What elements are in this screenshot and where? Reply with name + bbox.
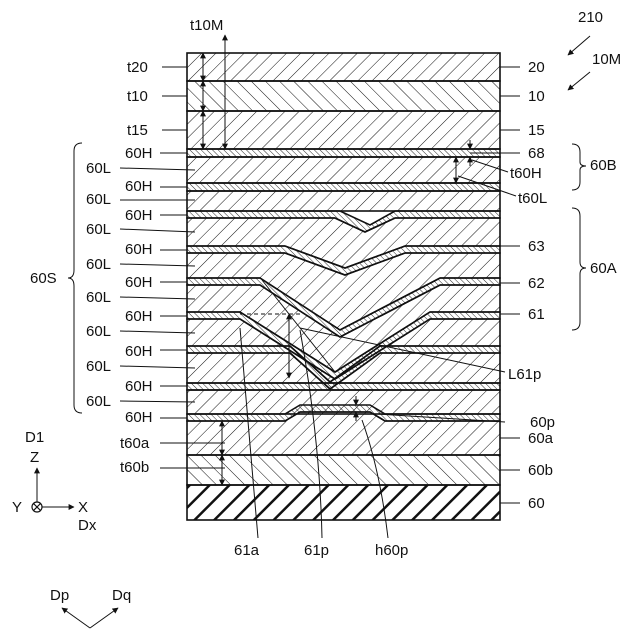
svg-text:60L: 60L [86,256,111,273]
figure-ref: 210 [578,9,603,26]
label-68: 68 [528,145,545,162]
label-20: 20 [528,59,545,76]
layer-60L-b2 [187,191,500,211]
layer-60L-b1 [187,157,500,183]
label-t20: t20 [127,59,148,76]
label-h60p: h60p [375,542,408,559]
label-61: 61 [528,306,545,323]
label-L61p: L61p [508,366,541,383]
svg-text:Dx: Dx [78,517,97,534]
dp-dq-indicator: Dp Dq [50,587,131,628]
label-t60L: t60L [518,190,547,207]
svg-text:60L: 60L [86,289,111,306]
label-60b: 60b [528,462,553,479]
svg-text:Y: Y [12,499,22,516]
svg-text:Dp: Dp [50,587,69,604]
label-60a: 60a [528,430,554,447]
svg-text:60L: 60L [86,323,111,340]
label-60: 60 [528,495,545,512]
label-10M: 10M [592,51,621,68]
svg-text:60H: 60H [125,207,153,224]
svg-text:60H: 60H [125,178,153,195]
label-t60a: t60a [120,435,150,452]
layer-60H-a6 [187,383,500,390]
svg-text:60H: 60H [125,145,153,162]
label-t15: t15 [127,122,148,139]
label-t10: t10 [127,88,148,105]
axis-indicator: D1 Z Y X Dx [12,429,97,534]
label-61p: 61p [304,542,329,559]
label-61a: 61a [234,542,260,559]
svg-text:D1: D1 [25,429,44,446]
svg-text:60H: 60H [125,343,153,360]
label-62: 62 [528,275,545,292]
layer-10 [187,81,500,111]
svg-text:X: X [78,499,88,516]
svg-text:60H: 60H [125,409,153,426]
svg-text:Dq: Dq [112,587,131,604]
svg-text:60H: 60H [125,241,153,258]
label-t60H: t60H [510,165,542,182]
label-10: 10 [528,88,545,105]
layer-60H-b1 [187,149,500,157]
layer-60-substrate [187,485,500,520]
label-t60b: t60b [120,459,149,476]
label-60S: 60S [30,270,57,287]
svg-text:60L: 60L [86,393,111,410]
svg-text:60H: 60H [125,274,153,291]
svg-text:60L: 60L [86,358,111,375]
svg-text:60H: 60H [125,378,153,395]
layer-60H-b2 [187,183,500,191]
svg-text:Z: Z [30,449,39,466]
layer-60b [187,455,500,485]
svg-text:60L: 60L [86,191,111,208]
stack-labels: 60H 60L 60H 60L 60H 60L 60H 60L 60H 60L … [86,145,153,426]
label-60B: 60B [590,157,617,174]
label-63: 63 [528,238,545,255]
label-60A: 60A [590,260,617,277]
label-60p: 60p [530,414,555,431]
svg-text:60L: 60L [86,221,111,238]
label-15: 15 [528,122,545,139]
label-t10M: t10M [190,17,223,34]
layer-20 [187,53,500,81]
layer-15 [187,111,500,149]
svg-text:60L: 60L [86,160,111,177]
svg-text:60H: 60H [125,308,153,325]
